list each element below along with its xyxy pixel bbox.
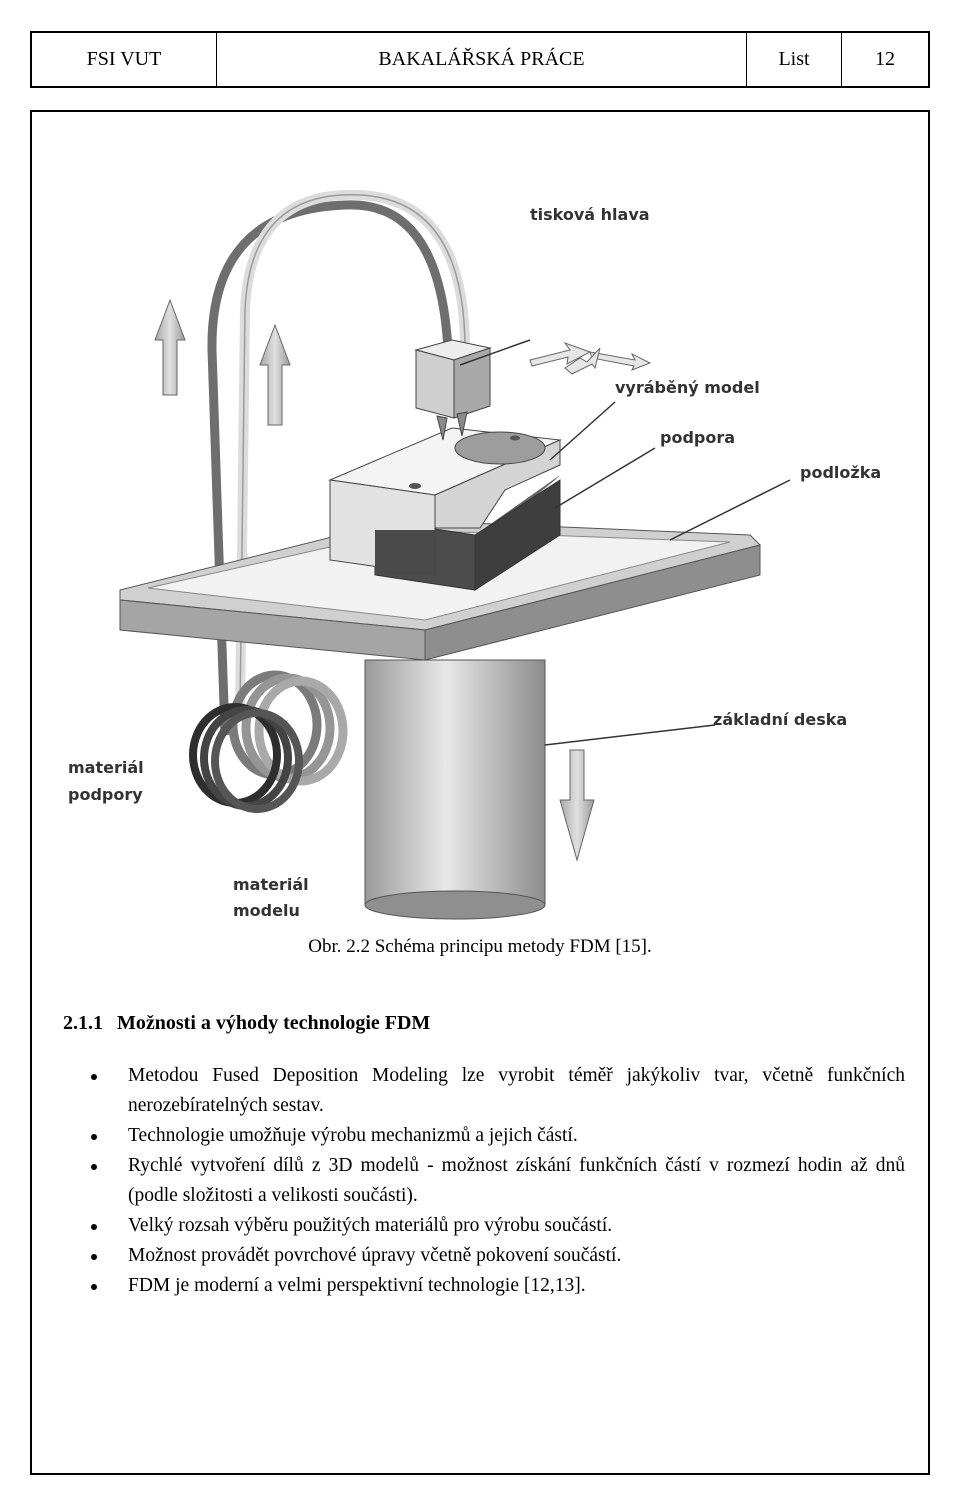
list-item: Velký rozsah výběru použitých materiálů …	[85, 1211, 905, 1241]
base-column	[364, 659, 546, 920]
list-item: Technologie umožňuje výrobu mechanizmů a…	[85, 1121, 905, 1151]
printed-model	[328, 427, 562, 576]
label-model-material-line1: materiál	[233, 875, 309, 894]
support-filament-coil	[189, 703, 303, 813]
label-print-head: tisková hlava	[530, 205, 650, 224]
label-base-plate: základní deska	[713, 710, 847, 729]
section-number: 2.1.1	[63, 1012, 103, 1034]
label-support-material-line2: podpory	[68, 785, 143, 804]
advantages-list: Metodou Fused Deposition Modeling lze vy…	[85, 1061, 905, 1301]
figure-caption: Obr. 2.2 Schéma principu metody FDM [15]…	[308, 936, 652, 957]
section-heading: 2.1.1 Možnosti a výhody technologie FDM	[63, 1012, 430, 1035]
label-model-material-line2: modelu	[233, 901, 300, 920]
model-up-arrow-icon	[259, 323, 291, 426]
list-item: Možnost provádět povrchové úpravy včetně…	[85, 1241, 905, 1271]
page-header: FSI VUT BAKALÁŘSKÁ PRÁCE List 12	[30, 31, 930, 88]
support-filament-tube	[207, 200, 453, 736]
label-printed-model: vyráběný model	[615, 378, 760, 397]
fdm-schematic: tisková hlava vyráběný model podpora pod…	[68, 190, 881, 920]
section-title: Možnosti a výhody technologie FDM	[117, 1012, 431, 1034]
header-document-type: BAKALÁŘSKÁ PRÁCE	[217, 33, 747, 86]
print-head	[414, 339, 492, 441]
header-institution: FSI VUT	[32, 33, 217, 86]
label-leader-lines	[459, 339, 791, 746]
label-support: podpora	[660, 428, 735, 447]
label-support-material-line1: materiál	[68, 758, 144, 777]
support-up-arrow-icon	[154, 298, 186, 396]
platform-down-arrow-icon	[559, 749, 595, 862]
page-frame	[30, 110, 930, 1475]
list-item: FDM je moderní a velmi perspektivní tech…	[85, 1271, 905, 1301]
header-page-number: 12	[875, 48, 895, 70]
header-list-label: List	[747, 33, 842, 86]
list-item: Metodou Fused Deposition Modeling lze vy…	[85, 1061, 905, 1121]
xy-motion-arrows-icon	[529, 341, 652, 375]
list-item: Rychlé vytvoření dílů z 3D modelů - možn…	[85, 1151, 905, 1211]
label-pad: podložka	[800, 463, 881, 482]
